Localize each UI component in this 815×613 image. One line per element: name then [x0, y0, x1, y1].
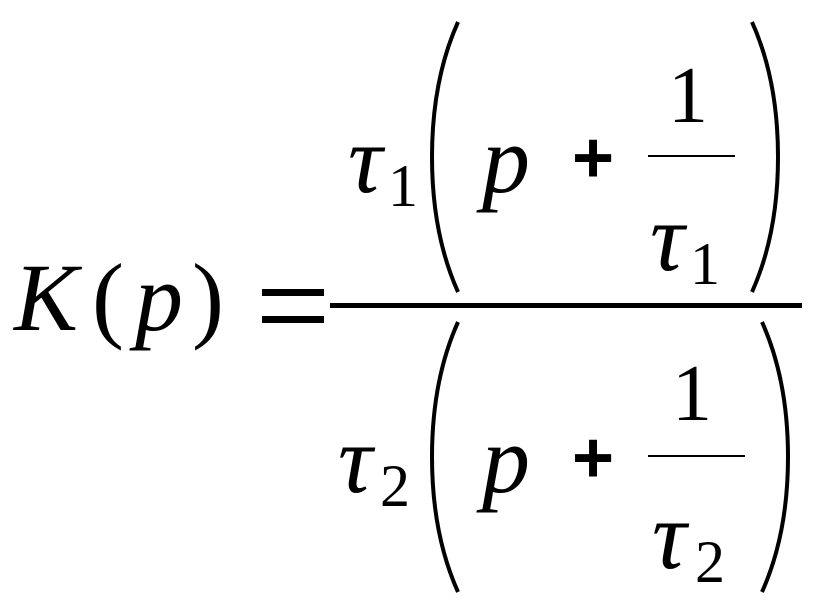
main-fraction-bar: [330, 303, 802, 308]
plus-sign: +: [572, 118, 614, 198]
variable-p: p: [129, 244, 183, 351]
left-paren: (: [92, 244, 124, 351]
subscript: 1: [388, 153, 418, 219]
inner-subscript: 1: [690, 231, 720, 297]
inner-tau: τ: [650, 184, 688, 291]
right-paren: ): [192, 244, 224, 351]
tau: τ: [348, 106, 386, 213]
equals-text: =: [0, 0, 1, 1]
subscript: 2: [380, 453, 410, 519]
numerator: τ 1 p + 1 τ 1: [348, 21, 781, 297]
inner-fraction-bar: [648, 155, 735, 157]
inner-one: 1: [672, 350, 712, 438]
left-big-paren: [429, 21, 460, 293]
plus-sign: +: [572, 418, 614, 498]
variable-p: p: [476, 106, 530, 213]
inner-subscript: 2: [695, 529, 725, 595]
right-big-paren: [760, 321, 791, 593]
equals-sign: [262, 289, 324, 323]
right-big-paren: [750, 21, 781, 293]
inner-tau: τ: [652, 482, 690, 589]
function-k: K: [12, 244, 83, 351]
tau: τ: [338, 406, 376, 513]
inner-fraction-bar: [648, 455, 745, 457]
variable-p: p: [476, 406, 530, 513]
denominator: τ 2 p + 1 τ 2: [338, 321, 791, 595]
inner-one: 1: [668, 52, 708, 140]
left-big-paren: [429, 321, 460, 593]
